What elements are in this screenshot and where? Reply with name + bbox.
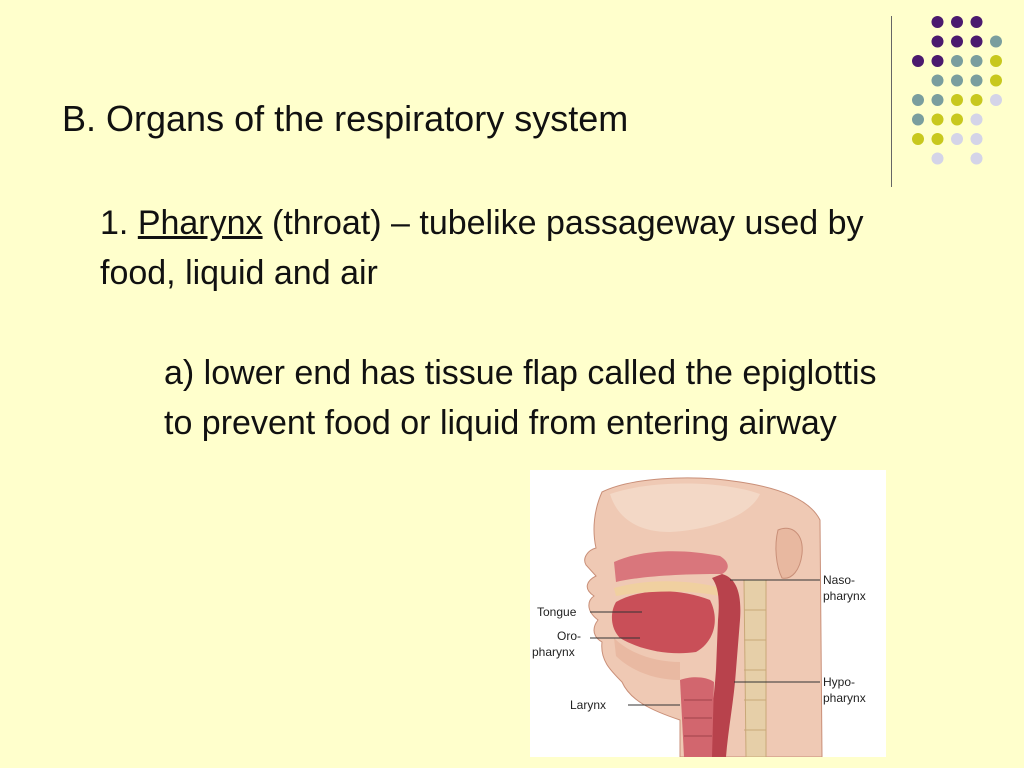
- point-number: 1.: [100, 204, 138, 242]
- decorative-dot: [931, 133, 944, 145]
- decorative-dot: [931, 94, 944, 106]
- ear: [775, 527, 803, 579]
- decorative-dot: [970, 74, 983, 87]
- decorative-dot: [990, 94, 1002, 106]
- point-definition: (throat) – tubelike passageway used by f…: [100, 204, 864, 292]
- decorative-dot: [951, 16, 963, 28]
- decorative-dot: [931, 16, 944, 28]
- label-hypopharynx: Hypo-: [823, 675, 856, 689]
- decorative-dot: [990, 74, 1002, 87]
- main-point: 1. Pharynx (throat) – tubelike passagewa…: [100, 198, 910, 298]
- decorative-dot: [970, 55, 983, 67]
- decorative-dot: [931, 113, 944, 126]
- sub-point: a) lower end has tissue flap called the …: [164, 354, 877, 442]
- decorative-dot: [931, 55, 944, 67]
- decorative-dot: [970, 152, 983, 165]
- label-tongue: Tongue: [537, 605, 577, 619]
- decorative-dot-grid: [912, 16, 1002, 165]
- point-term: Pharynx: [137, 204, 263, 242]
- decorative-dot: [970, 133, 983, 145]
- decorative-dot: [990, 55, 1002, 67]
- decorative-dot: [912, 55, 924, 67]
- larynx-trachea: [680, 677, 714, 757]
- label-larynx: Larynx: [570, 698, 607, 712]
- decorative-dot: [912, 113, 924, 126]
- pharynx-diagram: Naso- pharynx Tongue Oro- pharynx Hypo- …: [530, 470, 886, 757]
- decorative-dot: [970, 113, 983, 126]
- label-hypopharynx-2: pharynx: [823, 691, 866, 705]
- palate: [614, 581, 722, 596]
- label-oropharynx-2: pharynx: [532, 645, 575, 659]
- decorative-dot: [931, 74, 944, 87]
- decorative-dot: [970, 16, 983, 28]
- slide-title: B. Organs of the respiratory system: [62, 98, 629, 139]
- decorative-dot: [912, 133, 924, 145]
- decorative-dot: [951, 55, 963, 67]
- decorative-dot: [931, 152, 944, 165]
- decorative-dot: [970, 94, 983, 106]
- decorative-dot: [970, 35, 983, 48]
- label-nasopharynx-2: pharynx: [823, 589, 866, 603]
- label-oropharynx: Oro-: [557, 629, 581, 643]
- decorative-dot: [951, 113, 963, 126]
- decorative-dot: [931, 35, 944, 48]
- cranial-area: [610, 483, 760, 532]
- jaw: [614, 638, 680, 680]
- decorative-dot: [951, 133, 963, 145]
- decorative-divider-line: [891, 16, 892, 187]
- decorative-dot: [951, 35, 963, 48]
- decorative-dot: [951, 74, 963, 87]
- nasal-cavity: [614, 551, 728, 582]
- decorative-dot: [951, 94, 963, 106]
- pharynx-tube: [708, 574, 741, 757]
- head-cross-section-illustration: [584, 477, 823, 757]
- decorative-dot: [912, 94, 924, 106]
- decorative-dot: [990, 35, 1002, 48]
- label-nasopharynx: Naso-: [823, 573, 856, 587]
